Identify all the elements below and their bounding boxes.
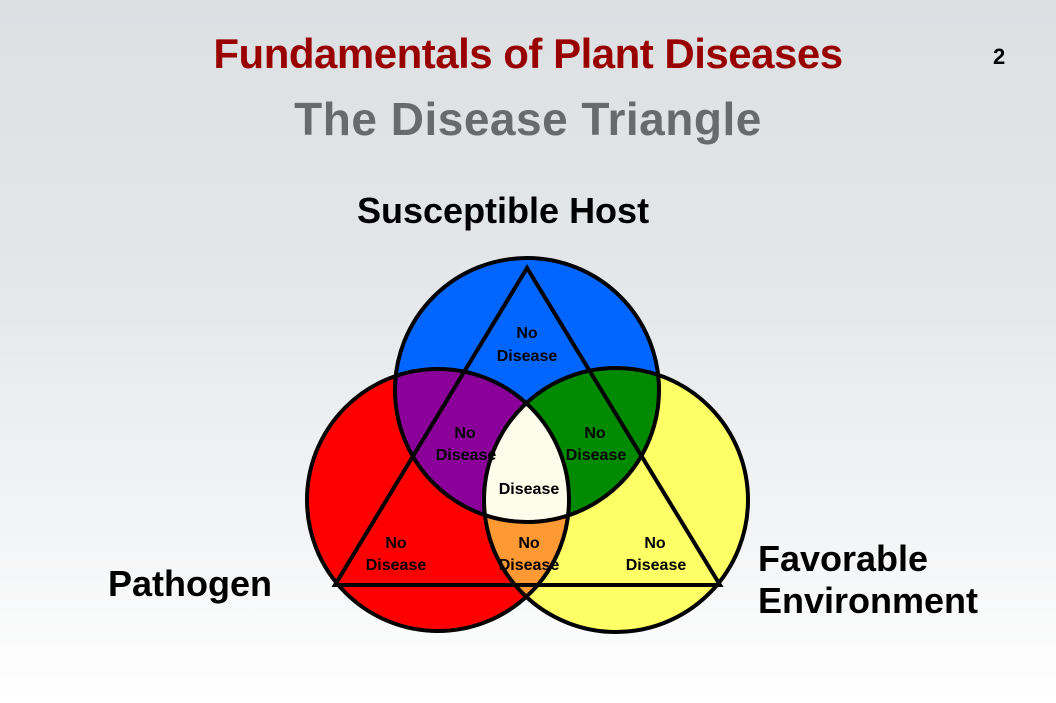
region-pathogen-environment-line1: No	[518, 535, 540, 552]
label-environment-line2: Environment	[758, 580, 979, 621]
region-environment-only-line2: Disease	[626, 557, 687, 574]
label-environment-line1: Favorable	[758, 538, 929, 579]
region-host-environment-line1: No	[584, 425, 606, 442]
region-environment-only-line1: No	[644, 535, 666, 552]
region-host-only-line2: Disease	[497, 348, 558, 365]
disease-triangle	[331, 264, 724, 587]
region-pathogen-only-line1: No	[385, 535, 407, 552]
label-pathogen: Pathogen	[108, 563, 273, 604]
slide-title: Fundamentals of Plant Diseases	[0, 30, 1056, 78]
region-pathogen-only-line2: Disease	[366, 557, 427, 574]
slide-subtitle: The Disease Triangle	[294, 93, 762, 145]
page-number: 2	[993, 44, 1006, 69]
label-susceptible-host: Susceptible Host	[357, 190, 650, 231]
region-host-pathogen-line1: No	[454, 425, 476, 442]
label-favorable-environment: Favorable Environment	[758, 538, 978, 621]
outline-pathogen	[305, 367, 571, 633]
region-host-pathogen-line2: Disease	[436, 447, 497, 464]
region-host-only-line1: No	[516, 325, 538, 342]
slide-title-text: Fundamentals of Plant Diseases	[213, 30, 843, 77]
region-center: Disease	[499, 481, 560, 498]
outline-environment	[482, 366, 750, 634]
region-host-environment-line2: Disease	[566, 447, 627, 464]
outline-host	[393, 256, 661, 524]
region-pathogen-environment-line2: Disease	[499, 557, 560, 574]
